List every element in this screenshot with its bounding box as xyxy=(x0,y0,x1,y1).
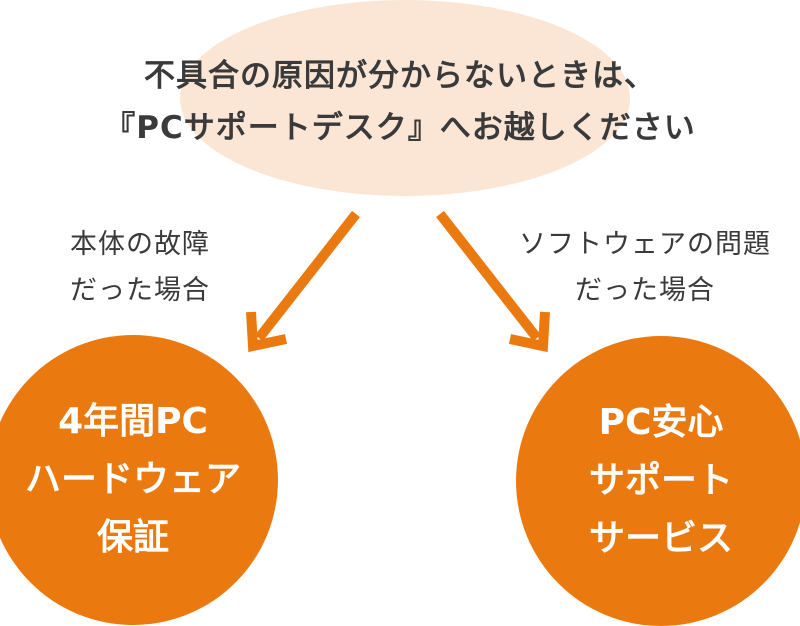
hardware-warranty-line-3: 保証 xyxy=(96,517,169,558)
condition-right-line-1: ソフトウェアの問題 xyxy=(519,229,771,260)
arrows xyxy=(246,210,550,353)
condition-right-line-2: だった場合 xyxy=(575,275,715,306)
condition-left-line-2: だった場合 xyxy=(70,275,210,306)
condition-right: ソフトウェアの問題 だった場合 xyxy=(495,222,795,314)
heading-line-1: 不具合の原因が分からないときは、 xyxy=(144,58,656,94)
right-arrow xyxy=(436,210,550,353)
support-service-line-3: サービス xyxy=(588,518,733,559)
heading-ellipse xyxy=(180,0,630,196)
condition-left: 本体の故障 だった場合 xyxy=(20,222,260,314)
hardware-warranty-line-1: 4年間PC xyxy=(58,401,208,442)
heading-line-2: 『PCサポートデスク』へお越しください xyxy=(104,110,696,146)
support-service-line-2: サポート xyxy=(588,460,733,501)
hardware-warranty-circle: 4年間PC ハードウェア 保証 xyxy=(0,335,278,625)
left-arrow xyxy=(246,210,360,353)
heading: 不具合の原因が分からないときは、 『PCサポートデスク』へお越しください xyxy=(40,50,760,154)
condition-left-line-1: 本体の故障 xyxy=(70,229,210,260)
support-service-line-1: PC安心 xyxy=(598,402,724,443)
support-service-circle: PC安心 サポート サービス xyxy=(516,336,800,626)
hardware-warranty-line-2: ハードウェア xyxy=(24,459,241,500)
